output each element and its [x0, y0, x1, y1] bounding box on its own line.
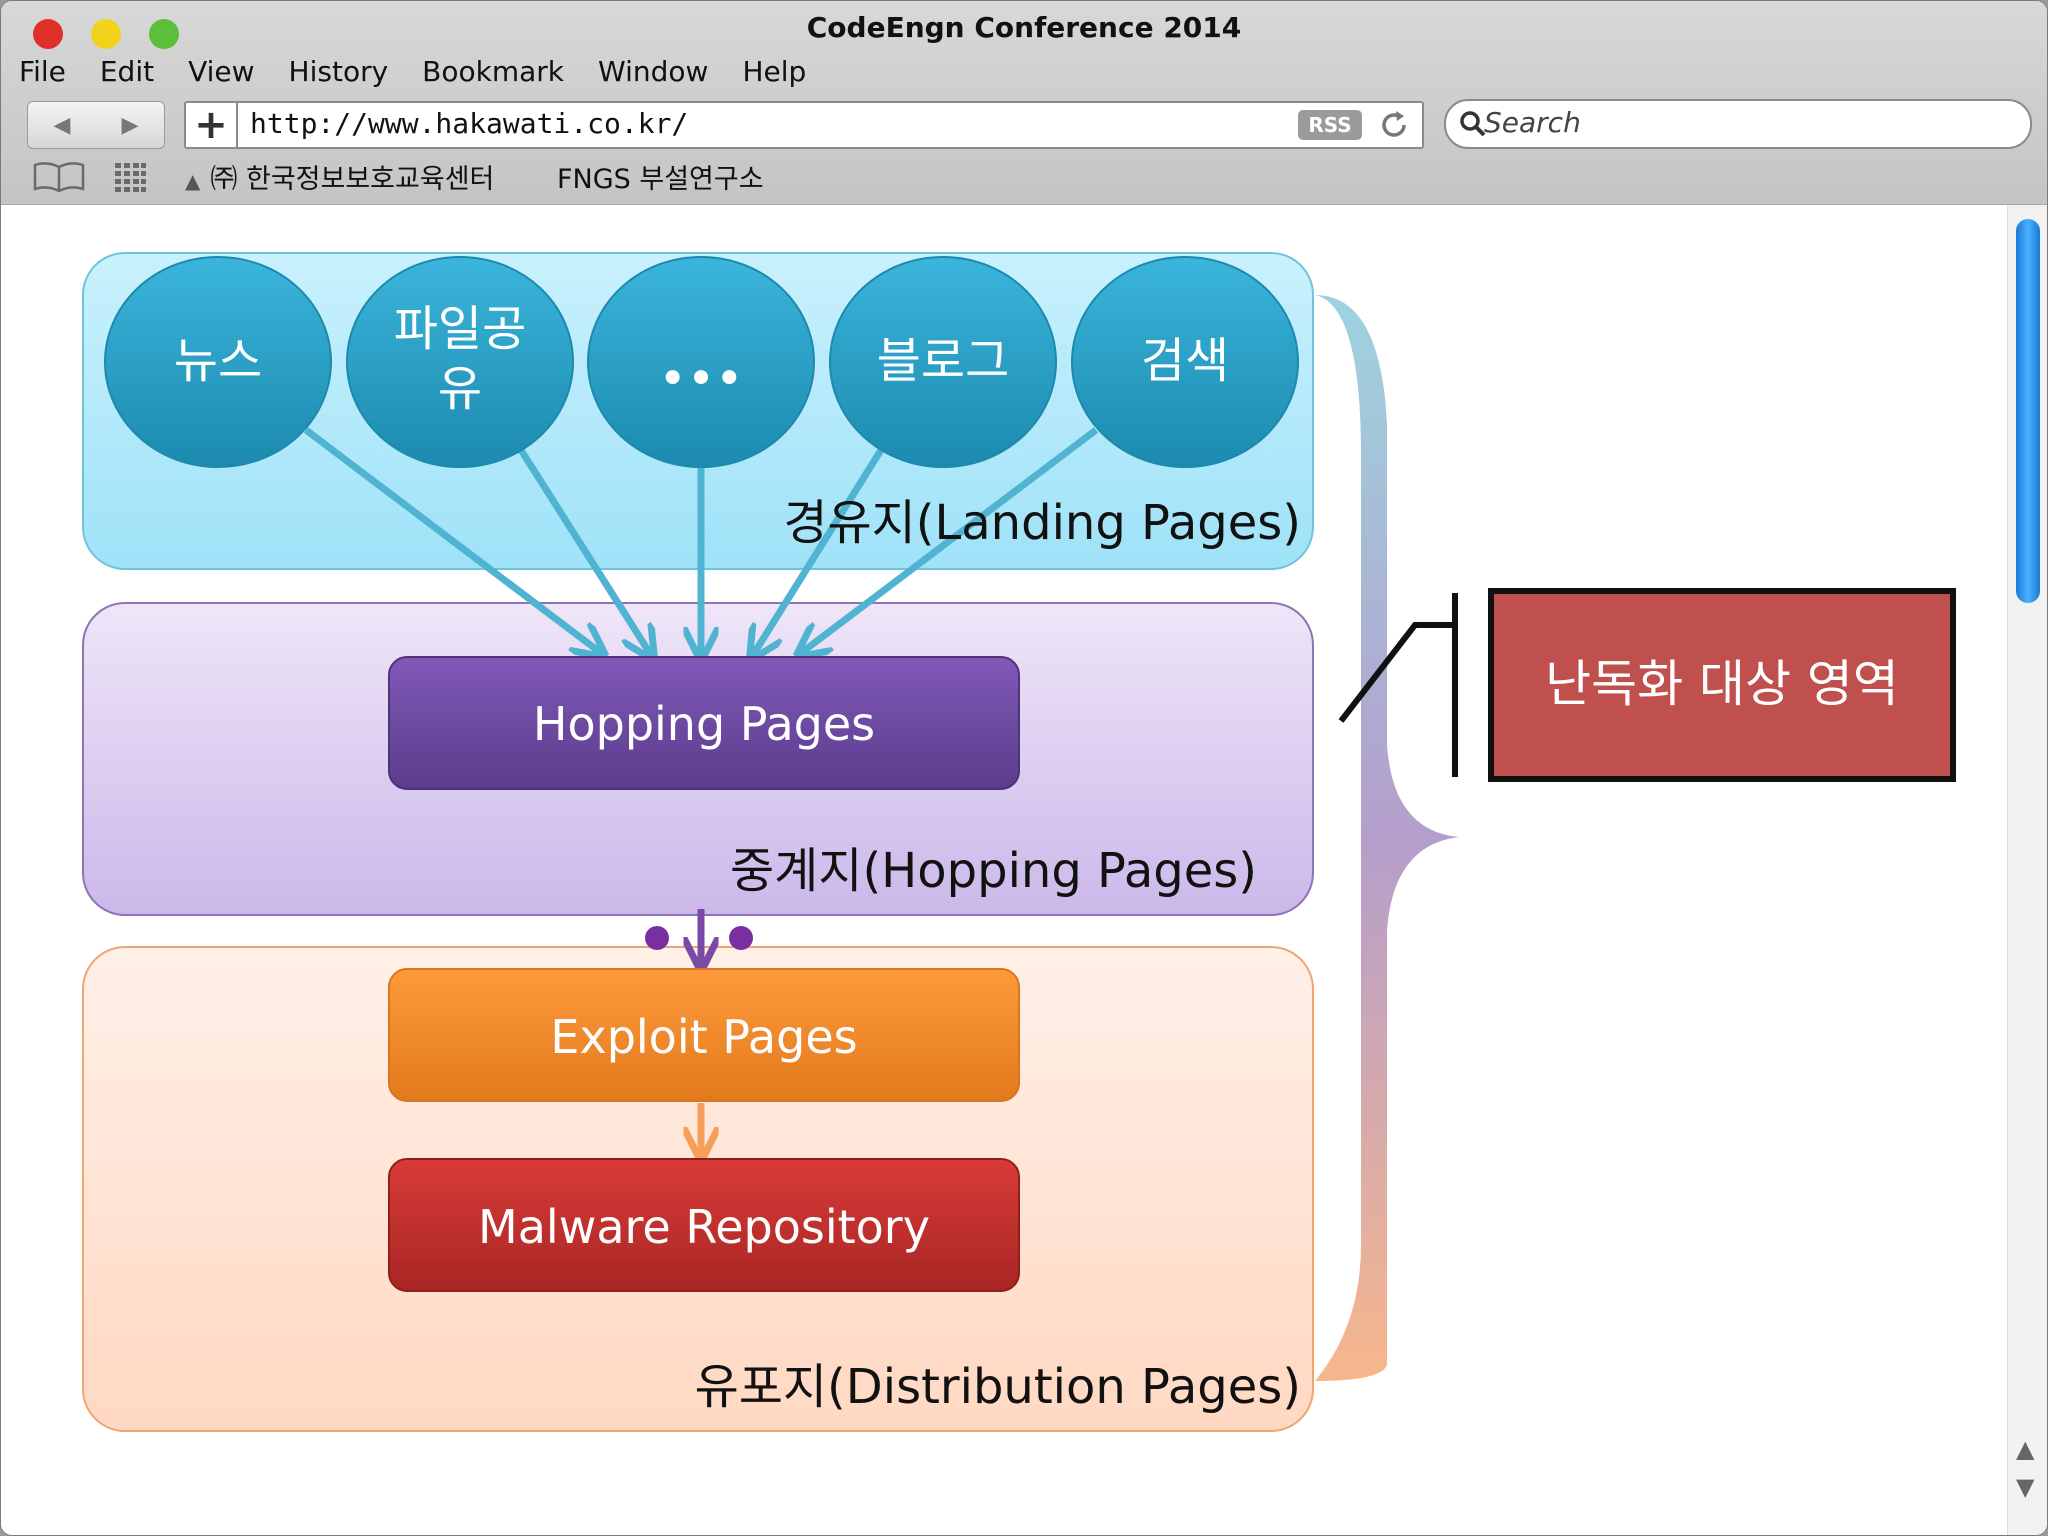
node-etc [587, 256, 815, 468]
arrow-fileshare-to-hopping [518, 448, 651, 655]
attack-flow-diagram: 뉴스 파일공 유 ••• 블로그 검색 경유지(Landing Pages) H… [82, 252, 1956, 1432]
node-fileshare-label-line2: 유 [438, 361, 482, 417]
bookmark-label-2: FNGS 부설연구소 [557, 164, 764, 195]
node-blog-label: 블로그 [877, 333, 1009, 389]
obfuscation-target-callout [1488, 588, 1956, 782]
menu-view[interactable]: View [188, 55, 255, 88]
minimize-window-button[interactable] [91, 19, 121, 49]
obfuscation-target-label: 난독화 대상 영역 [1545, 655, 1899, 713]
close-window-button[interactable] [33, 19, 63, 49]
exploit-pages-box-label: Exploit Pages [550, 1010, 857, 1064]
menu-history[interactable]: History [288, 55, 389, 88]
vertical-scrollbar[interactable]: ▲ ▼ [2007, 205, 2047, 1535]
bookmark-item-2[interactable]: FNGS 부설연구소 [557, 157, 764, 196]
node-news [104, 256, 332, 468]
forward-button[interactable]: ▶ [96, 102, 164, 148]
top-sites-grid-icon[interactable] [113, 161, 147, 193]
menu-window[interactable]: Window [598, 55, 709, 88]
grouping-brace [1315, 295, 1459, 1381]
menu-help[interactable]: Help [742, 55, 807, 88]
plus-icon: + [194, 102, 228, 148]
bookmark-label-1: ㈜ 한국정보보호교육센터 [210, 164, 495, 195]
malware-repository-box [388, 1158, 1020, 1292]
back-arrow-icon: ◀ [53, 112, 71, 138]
page-content: 뉴스 파일공 유 ••• 블로그 검색 경유지(Landing Pages) H… [1, 205, 2047, 1535]
add-bookmark-button[interactable]: + [186, 103, 238, 147]
hopping-pages-label: 중계지(Hopping Pages) [730, 843, 1257, 899]
scroll-down-arrow-icon[interactable]: ▼ [2016, 1473, 2035, 1501]
node-search-label: 검색 [1141, 333, 1229, 389]
bookmarks-bar: ▲ ㈜ 한국정보보호교육센터 FNGS 부설연구소 [1, 153, 2047, 197]
window-title: CodeEngn Conference 2014 [806, 11, 1242, 44]
bookmarks-book-icon[interactable] [31, 159, 87, 193]
address-bar[interactable]: + http://www.hakawati.co.kr/ RSS [184, 101, 1424, 149]
distribution-pages-label: 유포지(Distribution Pages) [695, 1359, 1301, 1415]
search-placeholder: Search [1484, 106, 1581, 139]
callout-leader-line [1338, 622, 1455, 723]
scrollbar-thumb[interactable] [2016, 219, 2040, 603]
exploit-pages-box [388, 968, 1020, 1102]
url-text[interactable]: http://www.hakawati.co.kr/ [250, 107, 689, 140]
reload-icon[interactable] [1376, 107, 1412, 143]
node-search [1071, 256, 1299, 468]
node-news-label: 뉴스 [174, 333, 262, 389]
node-fileshare [346, 256, 574, 468]
bookmark-triangle-icon: ▲ [185, 169, 201, 193]
malware-repository-box-label: Malware Repository [478, 1200, 930, 1254]
browser-chrome: CodeEngn Conference 2014 File Edit View … [1, 1, 2047, 205]
arrow-search-to-hopping [801, 427, 1099, 653]
forward-arrow-icon: ▶ [121, 112, 139, 138]
connector-dot-left [645, 926, 669, 950]
magnifier-icon [1460, 111, 1486, 137]
menu-bookmark[interactable]: Bookmark [422, 55, 565, 88]
node-fileshare-label-line1: 파일공 [394, 301, 526, 357]
landing-pages-label: 경유지(Landing Pages) [783, 495, 1301, 551]
connector-dot-right [729, 926, 753, 950]
bookmark-item-1[interactable]: ▲ ㈜ 한국정보보호교육센터 [185, 157, 494, 196]
back-button[interactable]: ◀ [28, 102, 96, 148]
menu-file[interactable]: File [19, 55, 66, 88]
hopping-pages-box [388, 656, 1020, 790]
scroll-up-arrow-icon[interactable]: ▲ [2016, 1435, 2035, 1463]
rss-button[interactable]: RSS [1298, 110, 1362, 140]
search-field[interactable]: Search [1444, 99, 2032, 149]
maximize-window-button[interactable] [149, 19, 179, 49]
arrow-news-to-hopping [303, 427, 601, 653]
navigation-buttons: ◀ ▶ [27, 101, 165, 149]
menu-bar: File Edit View History Bookmark Window H… [19, 55, 840, 95]
node-blog [829, 256, 1057, 468]
menu-edit[interactable]: Edit [99, 55, 155, 88]
node-etc-label: ••• [659, 351, 744, 407]
hopping-pages-box-label: Hopping Pages [533, 697, 875, 751]
arrow-blog-to-hopping [753, 448, 884, 655]
